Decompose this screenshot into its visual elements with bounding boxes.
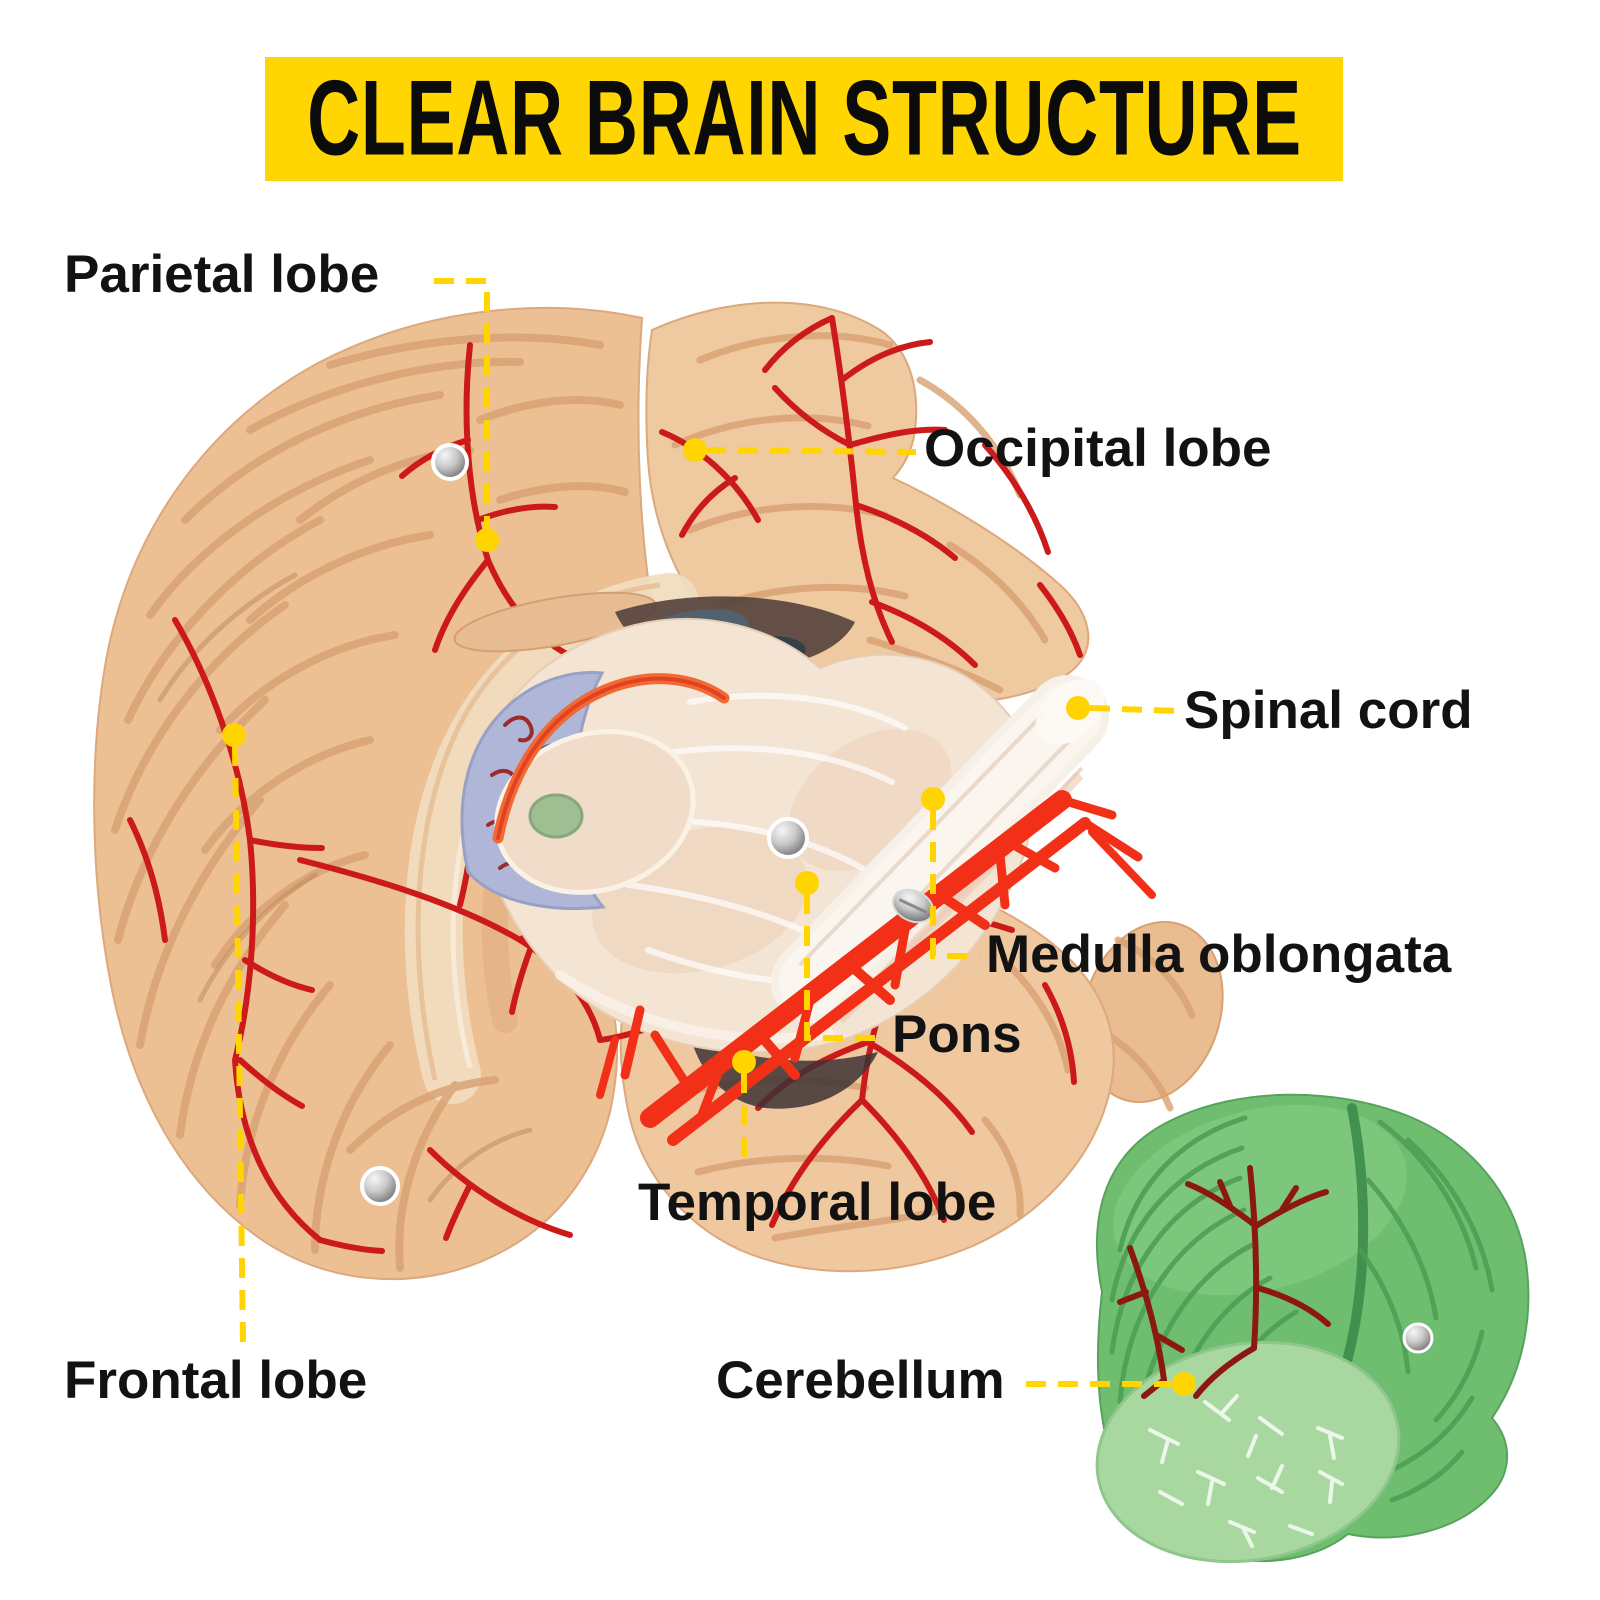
screw <box>891 888 935 924</box>
arbor-vitae-veins <box>1148 1394 1344 1548</box>
leader-dot-pons <box>795 871 819 895</box>
label-pons: Pons <box>892 1005 1022 1064</box>
label-temporal-lobe: Temporal lobe <box>638 1173 997 1232</box>
pin-cerebellum <box>1402 1322 1434 1354</box>
frontal-creases <box>157 572 533 1203</box>
label-cerebellum: Cerebellum <box>716 1351 1005 1410</box>
model-pins <box>360 443 935 1206</box>
midbrain-piece <box>1080 921 1224 1112</box>
leader-line-spinal <box>1089 705 1179 714</box>
label-spinal-cord: Spinal cord <box>1184 681 1473 740</box>
leader-line-parietal <box>434 278 490 528</box>
green-nucleus-spot <box>528 793 584 839</box>
leader-dots <box>222 438 1196 1396</box>
frontal-parietal-arteries <box>127 342 646 1254</box>
leader-dot-temporal <box>732 1050 756 1074</box>
label-occipital-lobe: Occipital lobe <box>924 419 1272 478</box>
label-medulla-oblongata: Medulla oblongata <box>986 925 1452 984</box>
page-title: CLEAR BRAIN STRUCTURE <box>306 58 1302 179</box>
leader-lines <box>232 278 1179 1387</box>
leader-dot-spinal <box>1066 696 1090 720</box>
leader-dot-parietal <box>475 528 499 552</box>
label-parietal-lobe: Parietal lobe <box>64 245 380 304</box>
pin-frontal <box>360 1166 400 1206</box>
leader-line-medulla <box>930 810 980 959</box>
leader-dot-occipital <box>683 438 707 462</box>
pin-brainstem <box>767 817 809 859</box>
pin-parietal <box>431 443 469 481</box>
leader-dot-frontal <box>222 723 246 747</box>
orange-artery-core <box>496 676 726 840</box>
occipital-arteries <box>659 315 1083 668</box>
frontal-parietal-sulci <box>111 333 629 1272</box>
leader-line-occipital <box>705 447 917 455</box>
leader-dot-cerebellum <box>1172 1372 1196 1396</box>
cerebellum-arteries <box>1117 1165 1331 1399</box>
label-frontal-lobe: Frontal lobe <box>64 1351 368 1410</box>
cream-edge <box>555 970 835 1044</box>
leader-line-pons <box>804 894 886 1041</box>
leader-line-frontal <box>232 745 246 1343</box>
title-banner: CLEAR BRAIN STRUCTURE <box>265 57 1343 181</box>
leader-dot-medulla <box>921 787 945 811</box>
basilar-artery-bundle <box>596 790 1156 1146</box>
cerebellum-illustration <box>1095 1093 1530 1564</box>
cerebellum-fold <box>1339 1103 1369 1377</box>
left-hemisphere-piece <box>93 306 699 1281</box>
